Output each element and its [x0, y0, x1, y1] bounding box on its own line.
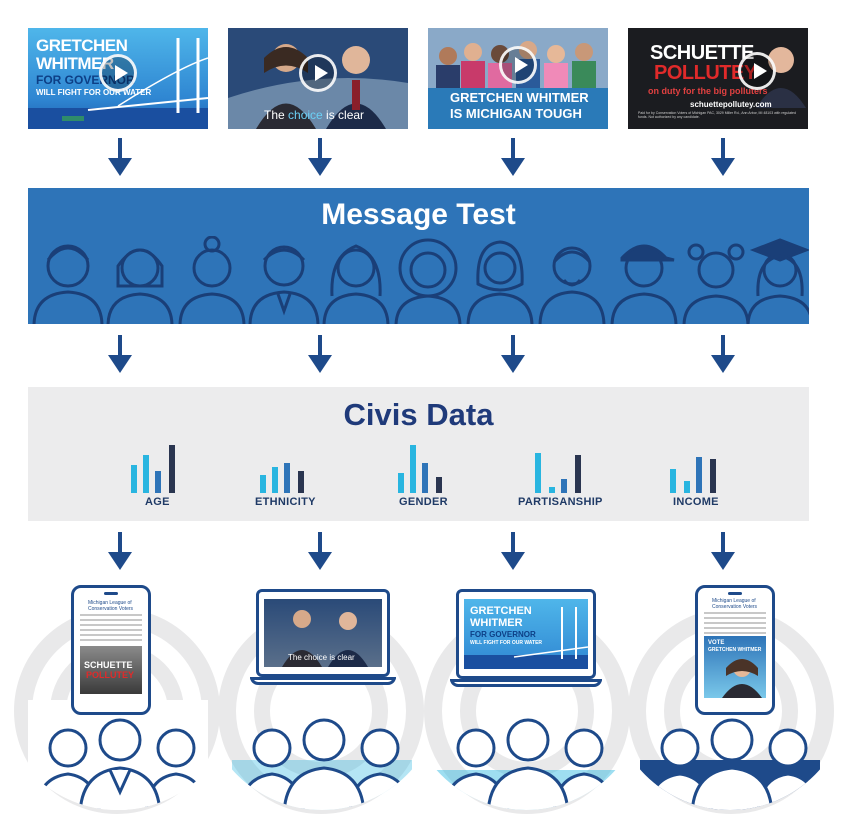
category-income: INCOME [673, 496, 719, 508]
arrow-down-icon [711, 532, 735, 570]
thumb1-line1: GRETCHEN [36, 36, 128, 55]
laptop-video: The choice is clear [264, 599, 382, 667]
arrow-down-icon [501, 138, 525, 176]
post-text [704, 612, 766, 634]
phone-device-2: Michigan League of Conservation Voters V… [695, 585, 775, 715]
post-image-line2: GRETCHEN WHITMER [708, 647, 762, 653]
thumb2-caption: The choice is clear [264, 108, 364, 122]
post-org: Michigan League of Conservation Voters [712, 598, 758, 610]
thumb4-line2: POLLUTEY [654, 62, 757, 84]
laptop-base [450, 679, 602, 687]
laptop-video: GRETCHEN WHITMER FOR GOVERNOR WILL FIGHT… [464, 599, 588, 669]
phone-speaker [104, 592, 118, 595]
play-icon[interactable] [738, 52, 776, 90]
whitmer-portrait [722, 659, 762, 698]
line3-em: big polluters [713, 86, 768, 96]
laptop-caption: The choice is clear [288, 653, 355, 662]
arrow-down-icon [108, 532, 132, 570]
audience-group-4 [640, 718, 820, 810]
post-image-line1: VOTE [708, 640, 725, 646]
bridge-illustration [28, 38, 208, 129]
laptop-device-2: GRETCHEN WHITMER FOR GOVERNOR WILL FIGHT… [450, 589, 602, 687]
play-icon[interactable] [499, 46, 537, 84]
post-image: VOTE GRETCHEN WHITMER [704, 636, 766, 698]
laptop2-line2: WHITMER [470, 617, 523, 629]
thumb4-fineprint: Paid for by Conservation Voters of Michi… [638, 111, 796, 119]
post-org: Michigan League of Conservation Voters [88, 600, 134, 612]
caption-pre: The [264, 108, 289, 122]
category-gender: GENDER [399, 496, 448, 508]
thumb1-line4: WILL FIGHT FOR OUR WATER [36, 88, 152, 97]
thumb3-line2: IS MICHIGAN TOUGH [450, 106, 582, 121]
audience-group-2 [232, 718, 412, 810]
laptop2-line4: WILL FIGHT FOR OUR WATER [470, 640, 543, 646]
post-image-line2: POLLUTEY [86, 670, 135, 680]
message-test-title: Message Test [321, 198, 516, 231]
thumb1-line2: WHITMER [36, 54, 114, 73]
thumb3-line1: GRETCHEN WHITMER [450, 90, 589, 105]
arrow-down-icon [501, 335, 525, 373]
post-image: SCHUETTE POLLUTEY [80, 646, 142, 694]
arrow-down-icon [501, 532, 525, 570]
bridge-illustration [464, 607, 588, 669]
bar-chart-icon [260, 463, 304, 493]
play-icon[interactable] [299, 54, 337, 92]
bar-chart-icon [535, 453, 581, 493]
caption-post: is clear [322, 108, 365, 122]
arrow-down-icon [308, 335, 332, 373]
laptop2-line1: GRETCHEN [470, 605, 532, 617]
category-age: AGE [145, 496, 170, 508]
audience-group-3 [436, 718, 616, 810]
candidates-illustration [282, 610, 368, 667]
video-thumbnail-whitmer-water[interactable]: GRETCHEN WHITMER FOR GOVERNOR WILL FIGHT… [28, 28, 208, 129]
post-image-line1: SCHUETTE [84, 660, 133, 670]
phone-speaker [728, 592, 742, 595]
candidates-illustration [228, 28, 408, 129]
arrow-down-icon [108, 138, 132, 176]
bar-chart-icon [670, 457, 716, 493]
post-text [80, 614, 142, 644]
civis-data-title: Civis Data [343, 397, 494, 432]
laptop-device-1: The choice is clear [250, 589, 396, 685]
laptop-base [250, 677, 396, 685]
category-partisanship: PARTISANSHIP [518, 496, 603, 508]
audience-group-1 [28, 700, 208, 810]
arrow-down-icon [711, 335, 735, 373]
arrow-down-icon [108, 335, 132, 373]
bar-chart-icon [398, 445, 442, 493]
thumb4-url: schuettepollutey.com [690, 100, 772, 109]
thumb4-line1: SCHUETTE [650, 42, 754, 64]
arrow-down-icon [308, 532, 332, 570]
video-thumbnail-michigan-tough[interactable]: GRETCHEN WHITMER IS MICHIGAN TOUGH [428, 28, 608, 129]
laptop2-line3: FOR GOVERNOR [470, 630, 536, 639]
caption-em: choice [288, 108, 323, 122]
video-thumbnail-choice-is-clear[interactable]: The choice is clear [228, 28, 408, 129]
thumb4-line3: on duty for the big polluters [648, 86, 768, 96]
bar-chart-icon [131, 445, 175, 493]
audience-people-icons [32, 236, 809, 324]
category-ethnicity: ETHNICITY [255, 496, 316, 508]
message-test-band: Message Test [28, 188, 809, 324]
schuette-portrait [756, 47, 806, 108]
play-icon[interactable] [99, 54, 137, 92]
arrow-down-icon [711, 138, 735, 176]
phone-device-1: Michigan League of Conservation Voters S… [71, 585, 151, 715]
arrow-down-icon [308, 138, 332, 176]
video-thumbnail-schuette-pollutey[interactable]: SCHUETTE POLLUTEY on duty for the big po… [628, 28, 808, 129]
line3-pre: on duty for the [648, 86, 714, 96]
civis-data-band: Civis Data AGE ETHNICITY GENDER PARTISAN… [28, 387, 809, 521]
